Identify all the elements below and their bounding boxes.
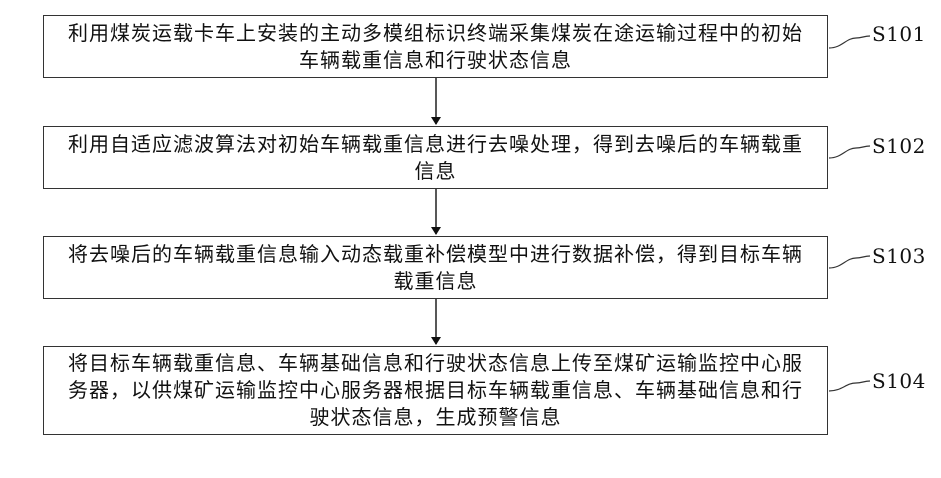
leader-line-s103 <box>829 256 870 268</box>
leader-line-s104 <box>829 381 870 391</box>
leader-line-s102 <box>829 146 870 158</box>
leader-line-s101 <box>829 36 870 48</box>
